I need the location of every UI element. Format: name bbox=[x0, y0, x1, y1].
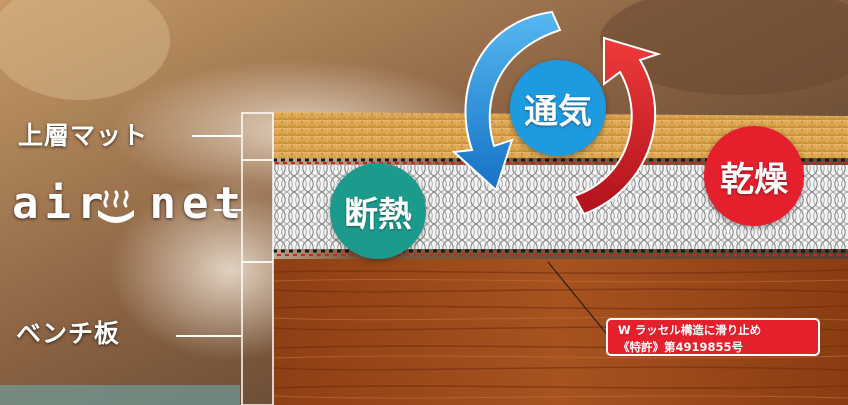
badge-ventilation: 通気 bbox=[510, 60, 606, 156]
badge-insulation: 断熱 bbox=[330, 163, 426, 259]
brand-prefix: air bbox=[12, 178, 110, 229]
patent-line-1: W ラッセル構造に滑り止め bbox=[618, 323, 762, 337]
bracket-bench bbox=[241, 261, 274, 405]
background-floor-strip bbox=[0, 385, 240, 405]
brand-suffix: net bbox=[149, 178, 247, 229]
wood-highlight bbox=[272, 279, 848, 399]
brand-logo-icon bbox=[98, 190, 134, 223]
patent-line-2: 《特許》第4919855号 bbox=[618, 340, 744, 354]
label-top-mat: 上層マット bbox=[18, 121, 149, 150]
patent-callout: W ラッセル構造に滑り止め 《特許》第4919855号 bbox=[606, 318, 820, 356]
label-bench-board: ベンチ板 bbox=[16, 319, 121, 348]
background-blur-shape bbox=[0, 0, 170, 100]
badge-dry: 乾燥 bbox=[704, 126, 804, 226]
patent-leader-line bbox=[547, 261, 611, 339]
background-blur-shape bbox=[600, 0, 848, 95]
leader-lines bbox=[176, 135, 242, 337]
ventilation-arrow bbox=[451, 10, 562, 192]
drying-arrow bbox=[572, 36, 662, 216]
